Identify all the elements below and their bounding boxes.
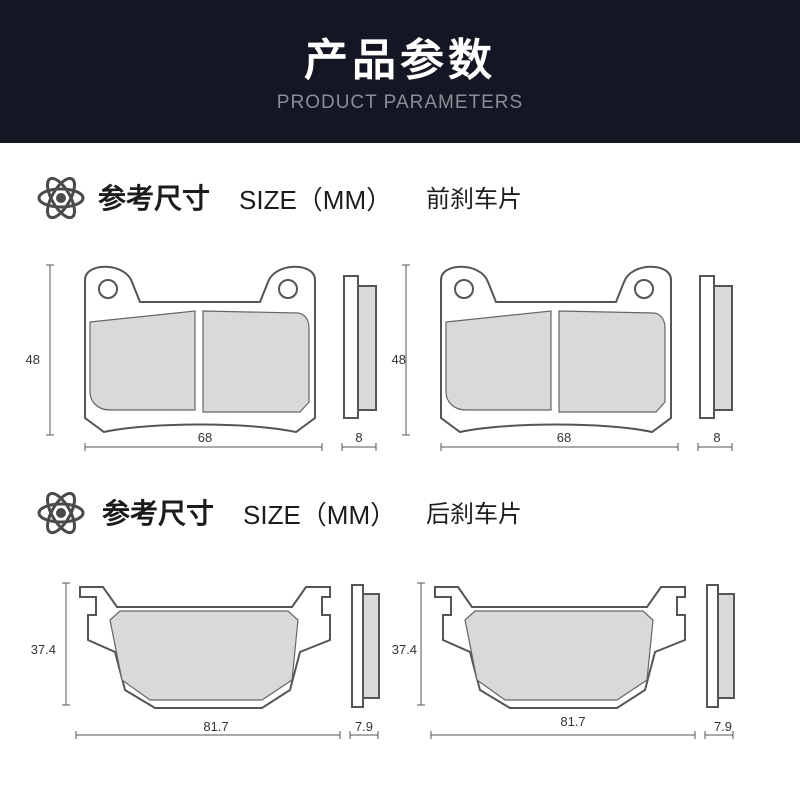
height-dimension: 48 [26, 352, 40, 367]
page-subtitle: PRODUCT PARAMETERS [276, 92, 524, 113]
page-title: 产品参数 [304, 35, 496, 86]
front-pad-drawing-left: 48 68 8 [26, 264, 377, 452]
section-label: 参考尺寸 [98, 182, 211, 215]
width-dimension: 68 [557, 430, 571, 445]
header-banner: 产品参数 PRODUCT PARAMETERS [0, 0, 800, 143]
width-dimension: 81.7 [203, 719, 228, 734]
height-dimension: 48 [392, 352, 406, 367]
thickness-dimension: 7.9 [714, 719, 732, 734]
front-pad-drawing-right: 48 68 8 [392, 264, 733, 452]
section-rear-header: 参考尺寸 SIZE（MM） 后刹车片 [36, 488, 776, 538]
section-label: 参考尺寸 [102, 497, 215, 530]
rear-pad-drawing-left: 37.4 81.7 7.9 [31, 582, 380, 740]
width-dimension: 81.7 [560, 714, 585, 729]
section-front-header: 参考尺寸 SIZE（MM） 前刹车片 [36, 173, 776, 223]
thickness-dimension: 8 [355, 430, 362, 445]
height-dimension: 37.4 [392, 642, 417, 657]
atom-icon [37, 491, 85, 535]
height-dimension: 37.4 [31, 642, 56, 657]
size-unit-label: SIZE（MM） [239, 185, 393, 215]
thickness-dimension: 8 [713, 430, 720, 445]
atom-icon [37, 176, 85, 220]
width-dimension: 68 [198, 430, 212, 445]
pad-type-label: 前刹车片 [426, 185, 522, 213]
pad-type-label: 后刹车片 [426, 500, 522, 528]
size-unit-label: SIZE（MM） [243, 500, 397, 530]
thickness-dimension: 7.9 [355, 719, 373, 734]
rear-pad-drawing-right: 37.4 81.7 7.9 [392, 582, 735, 740]
